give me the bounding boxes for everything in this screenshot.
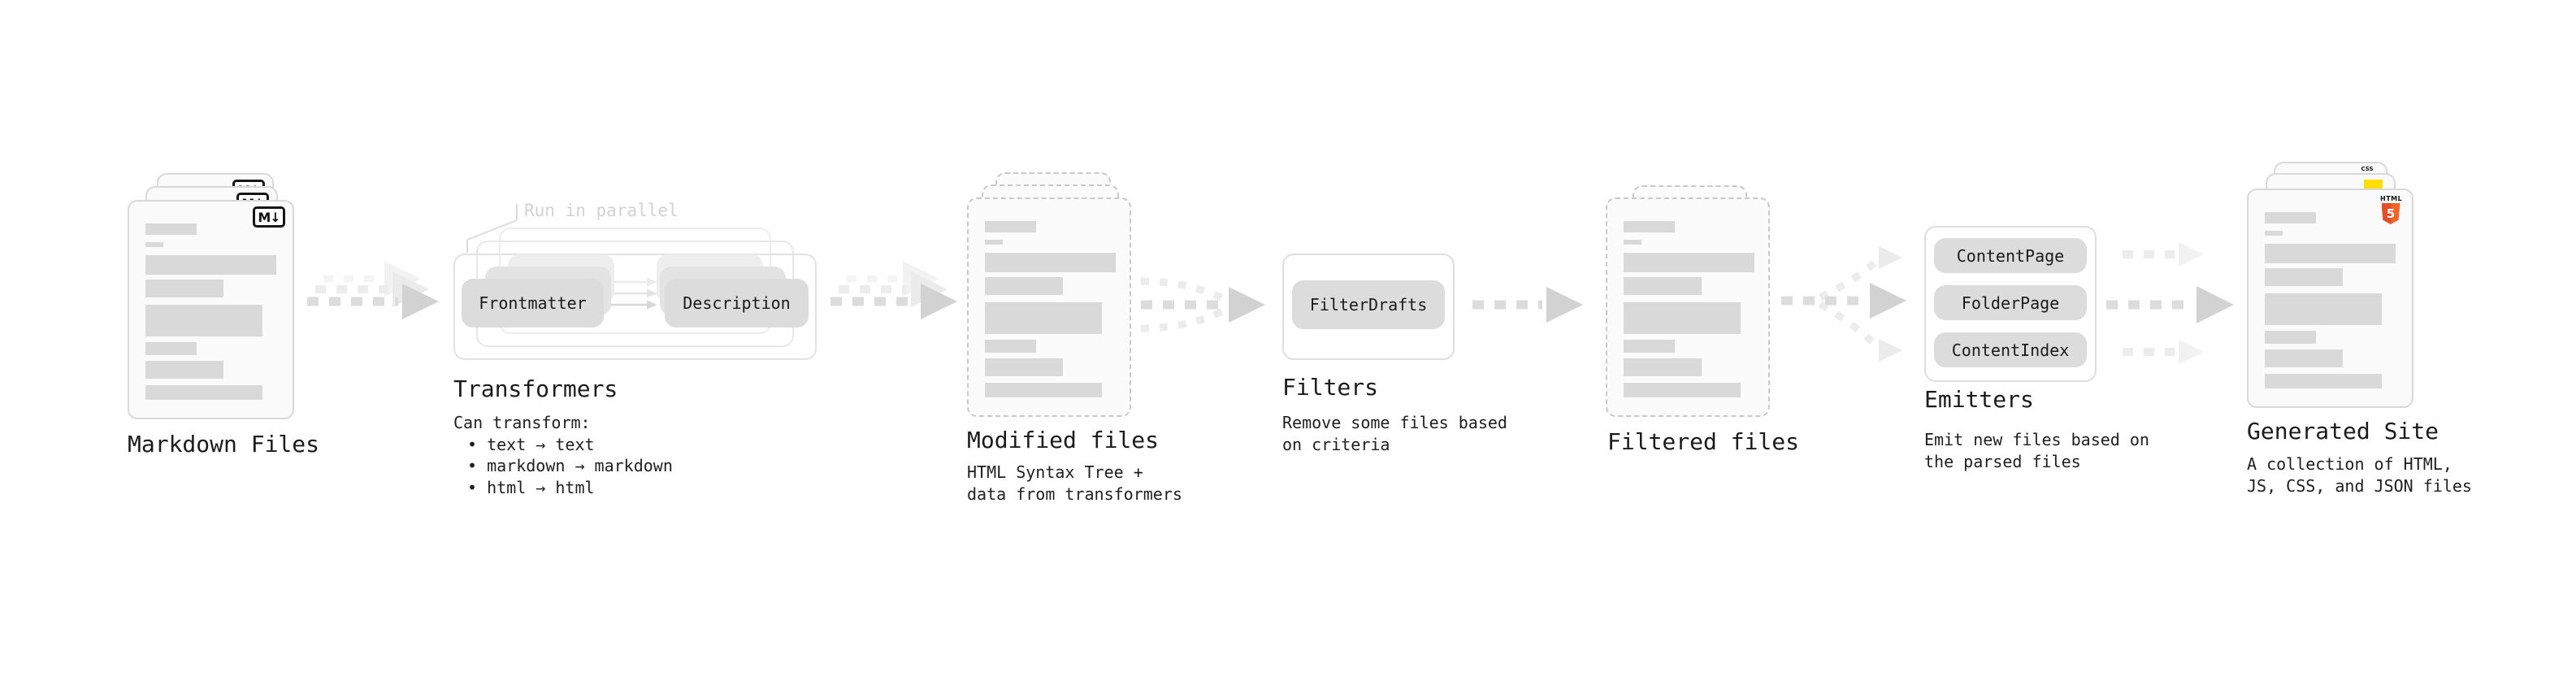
markdown-icon-label: M↓ (258, 209, 280, 225)
filtered-files-label: Filtered files (1607, 428, 1800, 455)
modified-files-description: HTML Syntax Tree + data from transformer… (967, 462, 1182, 504)
markdown-icon: M↓ (253, 206, 285, 228)
transform-bullet: • markdown → markdown (467, 456, 673, 476)
placeholder-bar (985, 302, 1102, 334)
frontmatter-pill-label: Frontmatter (479, 293, 587, 313)
placeholder-content (985, 221, 1116, 397)
arrow-filtered-to-emitters (1781, 246, 1906, 362)
placeholder-bar (2265, 244, 2396, 263)
run-in-parallel-annotation: Run in parallel (524, 201, 679, 220)
placeholder-bar (1624, 302, 1741, 334)
file-card-front-html: HTML 5 (2247, 189, 2413, 408)
placeholder-bar (2265, 231, 2283, 236)
placeholder-bar (1624, 240, 1641, 245)
placeholder-bar (1624, 253, 1754, 272)
emitters-description: Emit new files based on the parsed files (1924, 430, 2149, 471)
placeholder-bar (1624, 383, 1741, 397)
placeholder-bar (1624, 277, 1702, 295)
placeholder-bar (2265, 331, 2316, 344)
transform-bullet: • html → html (467, 477, 595, 497)
arrow-markdown-to-transformers (307, 261, 439, 319)
filters-description: Remove some files based on criteria (1282, 413, 1507, 454)
placeholder-bar (2265, 268, 2343, 286)
js-icon (2364, 180, 2383, 191)
html5-icon: HTML 5 (2380, 195, 2403, 224)
placeholder-bar (985, 277, 1063, 295)
filters-title: Filters (1282, 374, 1379, 401)
contentindex-pill: ContentIndex (1934, 332, 2087, 367)
placeholder-bar (145, 242, 163, 247)
generated-site-label: Generated Site (2247, 418, 2439, 445)
placeholder-bar (2265, 212, 2316, 223)
placeholder-bar (145, 342, 197, 355)
placeholder-content (2265, 212, 2396, 388)
transformers-title: Transformers (453, 375, 618, 402)
frontmatter-pill: Frontmatter (462, 279, 604, 327)
placeholder-bar (1624, 221, 1675, 232)
can-transform-heading: Can transform: (453, 413, 591, 432)
transformers-description: Can transform: • text → text • markdown … (453, 412, 673, 498)
description-pill: Description (665, 279, 809, 327)
arrow-filters-to-filtered (1472, 287, 1583, 323)
html5-icon-label: HTML (2380, 195, 2403, 202)
html5-shield-number: 5 (2386, 206, 2396, 221)
placeholder-bar (145, 385, 262, 400)
file-card-front (967, 197, 1131, 417)
placeholder-bar (985, 240, 1003, 245)
contentindex-pill-label: ContentIndex (1951, 340, 2070, 360)
modified-files-label: Modified files (967, 427, 1160, 453)
filterdrafts-pill: FilterDrafts (1292, 280, 1445, 329)
placeholder-content (1624, 221, 1754, 397)
placeholder-bar (985, 221, 1036, 232)
transform-bullet: • text → text (467, 434, 595, 454)
html5-shield: 5 (2381, 203, 2400, 224)
css-icon-label: CSS (2361, 166, 2374, 172)
arrow-emitters-to-generated (2106, 242, 2234, 364)
placeholder-bar (985, 358, 1063, 376)
placeholder-bar (145, 223, 197, 235)
folderpage-pill: FolderPage (1934, 285, 2087, 320)
placeholder-content (145, 223, 276, 400)
generated-site-description: A collection of HTML, JS, CSS, and JSON … (2247, 454, 2472, 496)
placeholder-bar (2265, 349, 2343, 367)
markdown-files-label: Markdown Files (128, 431, 320, 458)
placeholder-bar (985, 383, 1102, 397)
arrow-transformers-to-modified (830, 261, 957, 319)
placeholder-bar (2265, 293, 2382, 325)
arrow-modified-to-filters (1140, 277, 1265, 332)
contentpage-pill: ContentPage (1934, 238, 2087, 273)
placeholder-bar (2265, 374, 2382, 388)
file-card-front (1606, 197, 1770, 417)
description-pill-label: Description (683, 293, 791, 313)
placeholder-bar (1624, 340, 1675, 353)
placeholder-bar (985, 253, 1116, 272)
file-card-front: M↓ (128, 200, 294, 419)
emitters-title: Emitters (1924, 386, 2034, 413)
contentpage-pill-label: ContentPage (1956, 245, 2065, 266)
placeholder-bar (985, 340, 1036, 353)
placeholder-bar (145, 361, 223, 379)
folderpage-pill-label: FolderPage (1961, 293, 2060, 313)
filterdrafts-pill-label: FilterDrafts (1309, 295, 1428, 314)
placeholder-bar (145, 255, 276, 275)
placeholder-bar (145, 305, 262, 336)
placeholder-bar (1624, 358, 1702, 376)
placeholder-bar (145, 280, 223, 297)
transformer-box-front (453, 254, 817, 360)
